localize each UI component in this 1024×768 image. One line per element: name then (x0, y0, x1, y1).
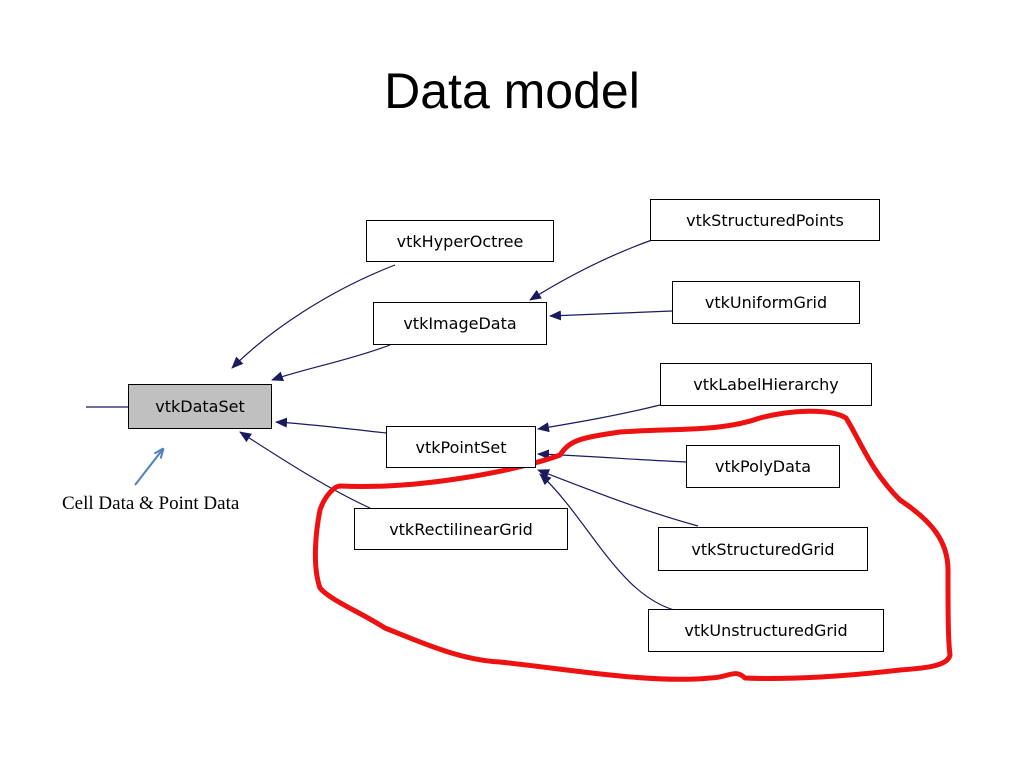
slide-title: Data model (384, 63, 640, 119)
edge-uniformgrid-to-imagedata (549, 310, 673, 321)
edge-pointset-to-dataset (275, 417, 387, 434)
edge-unstructuredgrid-to-pointset (539, 473, 683, 613)
node-vtkimagedata: vtkImageData (373, 302, 547, 345)
edge-labelhierarchy-to-pointset (537, 404, 661, 433)
node-vtkrectilineargrid: vtkRectilinearGrid (354, 508, 568, 550)
node-vtkpointset: vtkPointSet (386, 426, 536, 468)
edge-imagedata-to-dataset (271, 344, 391, 382)
node-vtkstructuredgrid: vtkStructuredGrid (658, 527, 868, 571)
node-vtkuniformgrid: vtkUniformGrid (672, 281, 860, 324)
node-vtkpolydata: vtkPolyData (686, 445, 840, 488)
edge-hyperoctree-to-dataset (231, 264, 396, 369)
edge-structuredgrid-to-pointset (537, 469, 699, 527)
node-vtkunstructuredgrid: vtkUnstructuredGrid (648, 609, 884, 652)
annotation-arrow (134, 449, 163, 486)
node-vtkdataset: vtkDataSet (128, 384, 272, 429)
node-vtkstructuredpoints: vtkStructuredPoints (650, 199, 880, 241)
edge-rectilineargrid-to-dataset (239, 431, 371, 509)
annotation-label: Cell Data & Point Data (62, 493, 240, 514)
edge-structuredpoints-to-imagedata (529, 239, 653, 301)
highlight-outline (312, 408, 953, 682)
node-vtkhyperoctree: vtkHyperOctree (366, 220, 554, 262)
node-vtklabelhierarchy: vtkLabelHierarchy (660, 363, 872, 406)
